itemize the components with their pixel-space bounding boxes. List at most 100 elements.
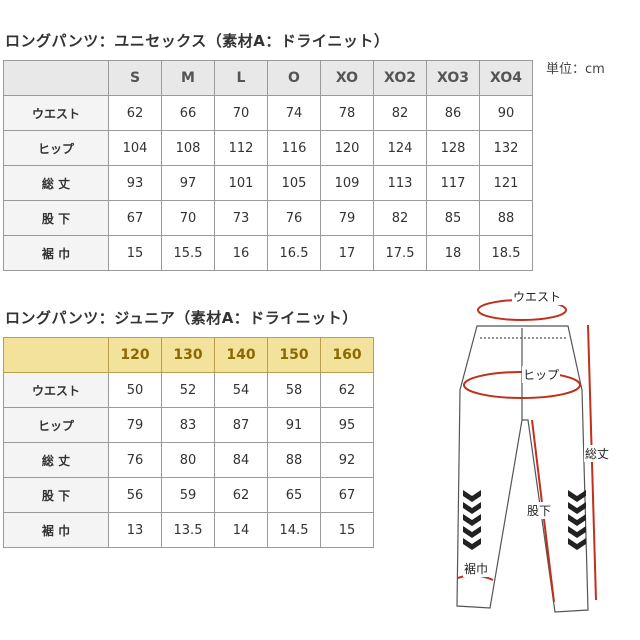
value-cell: 112 bbox=[214, 130, 268, 166]
value-cell: 15.5 bbox=[161, 235, 215, 271]
value-cell: 67 bbox=[320, 477, 374, 513]
chevron-stripes bbox=[463, 490, 586, 550]
size-header: 130 bbox=[161, 337, 215, 373]
row-label: ウエスト bbox=[3, 372, 109, 408]
size-header: 160 bbox=[320, 337, 374, 373]
row-label: 裾 巾 bbox=[3, 235, 109, 271]
value-cell: 113 bbox=[373, 165, 427, 201]
row-label: ウエスト bbox=[3, 95, 109, 131]
corner-cell bbox=[3, 60, 109, 96]
value-cell: 80 bbox=[161, 442, 215, 478]
value-cell: 62 bbox=[108, 95, 162, 131]
corner-cell bbox=[3, 337, 109, 373]
value-cell: 83 bbox=[161, 407, 215, 443]
value-cell: 14 bbox=[214, 512, 268, 548]
value-cell: 16 bbox=[214, 235, 268, 271]
value-cell: 74 bbox=[267, 95, 321, 131]
row-label: ヒップ bbox=[3, 130, 109, 166]
row-label: 股 下 bbox=[3, 200, 109, 236]
value-cell: 70 bbox=[161, 200, 215, 236]
length-label: 総丈 bbox=[584, 445, 611, 462]
junior-table-title: ロングパンツ：ジュニア（素材A：ドライニット） bbox=[5, 309, 358, 327]
value-cell: 14.5 bbox=[267, 512, 321, 548]
size-header: XO bbox=[320, 60, 374, 96]
size-header: 120 bbox=[108, 337, 162, 373]
value-cell: 121 bbox=[479, 165, 533, 201]
value-cell: 108 bbox=[161, 130, 215, 166]
value-cell: 132 bbox=[479, 130, 533, 166]
row-label: 裾 巾 bbox=[3, 512, 109, 548]
size-header: L bbox=[214, 60, 268, 96]
value-cell: 18.5 bbox=[479, 235, 533, 271]
value-cell: 15 bbox=[320, 512, 374, 548]
value-cell: 50 bbox=[108, 372, 162, 408]
row-label: 総 丈 bbox=[3, 165, 109, 201]
adult-table-title: ロングパンツ：ユニセックス（素材A：ドライニット） bbox=[5, 32, 390, 50]
value-cell: 95 bbox=[320, 407, 374, 443]
value-cell: 124 bbox=[373, 130, 427, 166]
value-cell: 16.5 bbox=[267, 235, 321, 271]
value-cell: 120 bbox=[320, 130, 374, 166]
value-cell: 85 bbox=[426, 200, 480, 236]
size-header: S bbox=[108, 60, 162, 96]
value-cell: 105 bbox=[267, 165, 321, 201]
value-cell: 90 bbox=[479, 95, 533, 131]
value-cell: 104 bbox=[108, 130, 162, 166]
value-cell: 86 bbox=[426, 95, 480, 131]
value-cell: 84 bbox=[214, 442, 268, 478]
value-cell: 13.5 bbox=[161, 512, 215, 548]
value-cell: 13 bbox=[108, 512, 162, 548]
value-cell: 82 bbox=[373, 95, 427, 131]
value-cell: 66 bbox=[161, 95, 215, 131]
row-label: ヒップ bbox=[3, 407, 109, 443]
value-cell: 62 bbox=[214, 477, 268, 513]
value-cell: 87 bbox=[214, 407, 268, 443]
value-cell: 76 bbox=[108, 442, 162, 478]
size-header: 150 bbox=[267, 337, 321, 373]
size-header: XO2 bbox=[373, 60, 427, 96]
value-cell: 70 bbox=[214, 95, 268, 131]
value-cell: 92 bbox=[320, 442, 374, 478]
size-header: XO4 bbox=[479, 60, 533, 96]
value-cell: 62 bbox=[320, 372, 374, 408]
value-cell: 15 bbox=[108, 235, 162, 271]
inseam-label: 股下 bbox=[526, 502, 553, 519]
value-cell: 128 bbox=[426, 130, 480, 166]
pants-illustration bbox=[456, 299, 597, 613]
value-cell: 58 bbox=[267, 372, 321, 408]
waist-label: ウエスト bbox=[512, 288, 563, 305]
value-cell: 67 bbox=[108, 200, 162, 236]
value-cell: 54 bbox=[214, 372, 268, 408]
value-cell: 97 bbox=[161, 165, 215, 201]
value-cell: 93 bbox=[108, 165, 162, 201]
value-cell: 79 bbox=[320, 200, 374, 236]
value-cell: 52 bbox=[161, 372, 215, 408]
hip-label: ヒップ bbox=[522, 366, 561, 383]
value-cell: 91 bbox=[267, 407, 321, 443]
hem-label: 裾巾 bbox=[463, 560, 490, 577]
row-label: 股 下 bbox=[3, 477, 109, 513]
value-cell: 82 bbox=[373, 200, 427, 236]
value-cell: 59 bbox=[161, 477, 215, 513]
size-header: M bbox=[161, 60, 215, 96]
value-cell: 18 bbox=[426, 235, 480, 271]
value-cell: 88 bbox=[479, 200, 533, 236]
value-cell: 17.5 bbox=[373, 235, 427, 271]
size-header: 140 bbox=[214, 337, 268, 373]
value-cell: 101 bbox=[214, 165, 268, 201]
pants-diagram: ウエスト ヒップ 総丈 股下 裾巾 bbox=[430, 280, 640, 620]
row-label: 総 丈 bbox=[3, 442, 109, 478]
value-cell: 73 bbox=[214, 200, 268, 236]
